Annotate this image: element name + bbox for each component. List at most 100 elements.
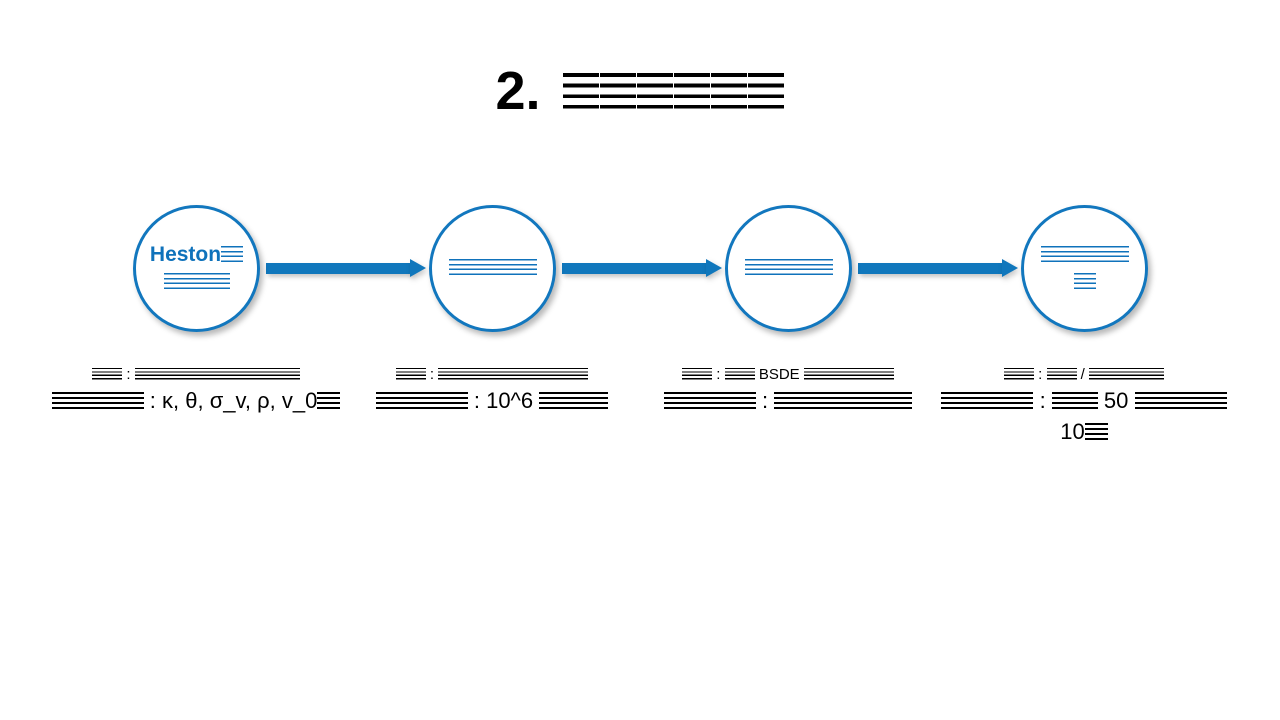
missing-glyph-box bbox=[492, 259, 515, 277]
missing-glyph-box bbox=[164, 368, 180, 380]
missing-glyph-box bbox=[528, 368, 544, 380]
missing-glyph-box bbox=[636, 73, 673, 111]
missing-glyph-box bbox=[558, 368, 574, 380]
missing-glyph-box bbox=[470, 259, 493, 277]
missing-glyph-box bbox=[599, 73, 636, 111]
flow-caption-1-line1: : bbox=[48, 363, 344, 386]
missing-glyph-box bbox=[1084, 245, 1107, 263]
missing-glyph-box bbox=[134, 368, 150, 380]
missing-glyph-box bbox=[682, 368, 698, 380]
flow-node-4[interactable] bbox=[1021, 205, 1148, 332]
arrow-head-icon bbox=[1002, 259, 1018, 277]
missing-glyph-box bbox=[833, 368, 849, 380]
arrow-shaft bbox=[858, 263, 1004, 274]
missing-glyph-box bbox=[810, 259, 833, 277]
missing-glyph-box bbox=[1134, 392, 1158, 411]
flow-node-1-glyphs bbox=[163, 243, 244, 293]
flow-caption-4-line2: : 50 10 bbox=[936, 386, 1232, 447]
missing-glyph-box bbox=[1046, 368, 1062, 380]
missing-glyph-box bbox=[697, 368, 713, 380]
flow-node-1[interactable]: Heston bbox=[133, 205, 260, 332]
slide-title: 2. bbox=[0, 61, 1280, 121]
missing-glyph-box bbox=[483, 368, 499, 380]
flow-caption-2-line1: : bbox=[344, 363, 640, 386]
missing-glyph-box bbox=[239, 368, 255, 380]
missing-glyph-box bbox=[254, 368, 270, 380]
missing-glyph-box bbox=[1018, 368, 1034, 380]
caption-text-run: : bbox=[1033, 366, 1047, 383]
missing-glyph-box bbox=[92, 368, 108, 380]
missing-glyph-box bbox=[149, 368, 165, 380]
missing-glyph-box bbox=[185, 272, 208, 290]
missing-glyph-box bbox=[1157, 392, 1181, 411]
missing-glyph-box bbox=[818, 368, 834, 380]
missing-glyph-box bbox=[941, 392, 965, 411]
missing-glyph-box bbox=[179, 368, 195, 380]
missing-glyph-box bbox=[51, 392, 75, 411]
missing-glyph-box bbox=[221, 245, 244, 263]
flow-caption-3: : BSDE : bbox=[640, 363, 936, 417]
flow-node-3-label bbox=[741, 255, 837, 282]
slide-title-number: 2. bbox=[495, 61, 541, 121]
missing-glyph-box bbox=[1040, 245, 1063, 263]
missing-glyph-box bbox=[964, 392, 988, 411]
missing-glyph-box bbox=[1203, 392, 1227, 411]
missing-glyph-box bbox=[788, 259, 811, 277]
flow-caption-3-line1: : BSDE bbox=[640, 363, 936, 386]
missing-glyph-box bbox=[663, 392, 687, 411]
arrow-head-icon bbox=[410, 259, 426, 277]
missing-glyph-box bbox=[375, 392, 399, 411]
missing-glyph-box bbox=[1104, 368, 1120, 380]
missing-glyph-box bbox=[194, 368, 210, 380]
missing-glyph-box bbox=[562, 392, 586, 411]
missing-glyph-box bbox=[1073, 272, 1096, 290]
caption-text-run: : κ, θ, σ_v, ρ, v_0 bbox=[143, 388, 318, 414]
missing-glyph-box bbox=[448, 259, 471, 277]
missing-glyph-box bbox=[732, 392, 756, 411]
process-flow-diagram: Heston bbox=[0, 205, 1280, 335]
arrow-shaft bbox=[562, 263, 708, 274]
missing-glyph-box bbox=[269, 368, 285, 380]
flow-node-2[interactable] bbox=[429, 205, 556, 332]
missing-glyph-box bbox=[1119, 368, 1135, 380]
flow-node-3[interactable] bbox=[725, 205, 852, 332]
missing-glyph-box bbox=[878, 368, 894, 380]
flow-caption-3-line2: : bbox=[640, 386, 936, 416]
missing-glyph-box bbox=[224, 368, 240, 380]
arrow-shaft bbox=[266, 263, 412, 274]
flow-caption-1-line2: : κ, θ, σ_v, ρ, v_0 bbox=[48, 386, 344, 416]
missing-glyph-box bbox=[573, 368, 589, 380]
missing-glyph-box bbox=[843, 392, 867, 411]
missing-glyph-box bbox=[97, 392, 121, 411]
arrow-head-icon bbox=[706, 259, 722, 277]
flow-node-2-glyphs bbox=[448, 256, 537, 279]
caption-text-run: 50 bbox=[1097, 388, 1135, 414]
missing-glyph-box bbox=[513, 368, 529, 380]
missing-glyph-box bbox=[1003, 368, 1019, 380]
missing-glyph-box bbox=[710, 73, 747, 111]
flow-caption-1: : : κ, θ, σ_v, ρ, v_0 bbox=[48, 363, 344, 417]
missing-glyph-box bbox=[107, 368, 123, 380]
caption-text-run: : bbox=[425, 366, 439, 383]
missing-glyph-box bbox=[889, 392, 913, 411]
missing-glyph-box bbox=[453, 368, 469, 380]
missing-glyph-box bbox=[1089, 368, 1105, 380]
flow-node-1-label: Heston bbox=[149, 242, 245, 296]
missing-glyph-box bbox=[421, 392, 445, 411]
caption-text-run: : bbox=[122, 366, 135, 383]
missing-glyph-box bbox=[747, 73, 784, 111]
flow-node-1-latin: Heston bbox=[149, 242, 222, 266]
flow-arrow-1-to-2 bbox=[266, 259, 426, 277]
missing-glyph-box bbox=[120, 392, 144, 411]
missing-glyph-box bbox=[317, 392, 341, 411]
slide-title-glyphs bbox=[562, 61, 785, 121]
missing-glyph-box bbox=[543, 368, 559, 380]
missing-glyph-box bbox=[74, 392, 98, 411]
missing-glyph-box bbox=[724, 368, 740, 380]
missing-glyph-box bbox=[863, 368, 879, 380]
flow-node-4-glyphs bbox=[1040, 243, 1129, 293]
caption-text-run: BSDE bbox=[754, 366, 804, 383]
missing-glyph-box bbox=[498, 368, 514, 380]
missing-glyph-box bbox=[686, 392, 710, 411]
missing-glyph-box bbox=[1061, 368, 1077, 380]
